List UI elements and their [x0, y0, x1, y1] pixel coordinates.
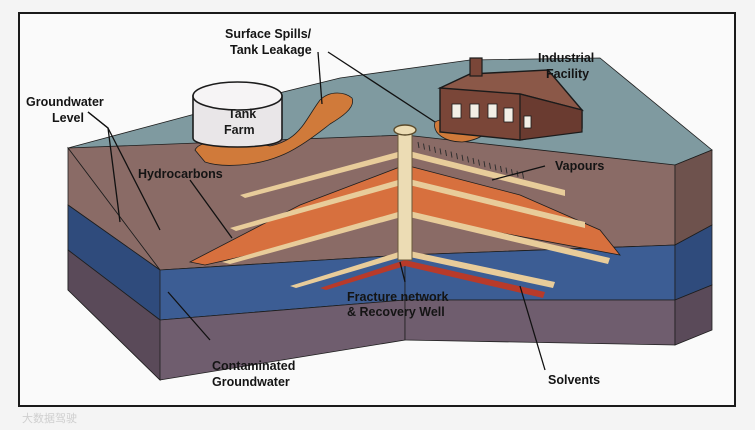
facility-window-2: [469, 103, 480, 119]
recovery-well: [397, 129, 413, 261]
vapour-hatch-mark: [494, 164, 497, 171]
vapour-hatch-mark: [483, 161, 486, 168]
solvent-left: [320, 260, 405, 290]
fracture-left-3: [222, 210, 405, 264]
fracture-left-2: [230, 178, 405, 231]
label-fracture-network: Fracture network & Recovery Well: [347, 290, 452, 319]
vapour-hatch-mark: [423, 143, 425, 150]
solvent-right: [405, 260, 545, 298]
industrial-facility: [437, 57, 584, 141]
label-groundwater-level: Groundwater Level: [26, 95, 107, 125]
label-tank-farm: Tank Farm: [224, 107, 260, 137]
vapour-hatch-mark: [500, 165, 502, 173]
label-surface-spills: Surface Spills/ Tank Leakage: [225, 27, 315, 57]
facility-window-4: [503, 107, 514, 123]
bedrock-layer-right: [404, 299, 676, 346]
tank-farm: [192, 81, 283, 148]
facility-window-1: [451, 103, 462, 119]
block-end-bedrock: [674, 284, 713, 346]
fracture-left-4: [290, 250, 405, 288]
vapour-hatch-mark: [428, 145, 431, 152]
fracture-left-1: [240, 150, 405, 198]
vapour-hatch-mark: [434, 146, 436, 153]
front-rock-face: [67, 249, 161, 381]
label-contaminated-groundwater: Contaminated Groundwater: [212, 359, 299, 389]
vapour-hatch-mark: [505, 167, 508, 174]
watermark: 大数据驾驶: [22, 412, 77, 425]
vapour-hatch-mark: [445, 149, 447, 157]
vapour-hatch-mark: [439, 148, 442, 155]
fracture-right-2: [405, 178, 585, 228]
label-vapours: Vapours: [555, 159, 604, 173]
label-hydrocarbons: Hydrocarbons: [138, 167, 223, 181]
vapour-hatch-mark: [461, 154, 464, 161]
facility-window-5: [523, 115, 532, 129]
vapour-hatch-mark: [450, 151, 453, 158]
vapour-hatch-mark: [478, 159, 480, 166]
vapour-hatch-mark: [522, 172, 524, 179]
vapour-hatch-mark: [417, 141, 420, 149]
vapour-hatch-mark: [489, 162, 491, 169]
well-head: [393, 124, 417, 136]
fracture-right-1: [405, 150, 565, 196]
vapour-hatch-mark: [472, 157, 475, 165]
label-solvents: Solvents: [548, 373, 600, 387]
label-industrial-facility: Industrial Facility: [538, 51, 598, 81]
facility-window-3: [487, 103, 498, 119]
fracture-right-3: [405, 210, 610, 264]
vapour-hatch-mark: [456, 153, 458, 160]
vapour-hatching: [417, 141, 524, 179]
fracture-right-4: [405, 250, 555, 288]
leader-lines: [87, 51, 546, 371]
vapour-hatch-mark: [467, 156, 469, 163]
